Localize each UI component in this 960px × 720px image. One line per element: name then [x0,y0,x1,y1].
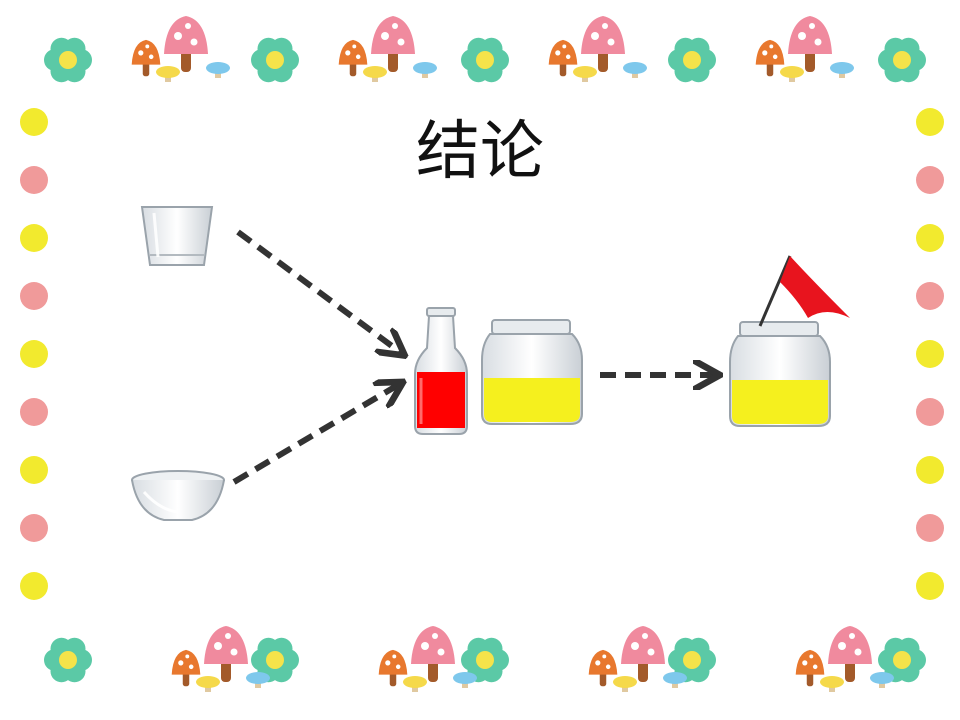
top-border-decoration [44,16,926,83]
border-dot [916,224,944,252]
border-dot [20,108,48,136]
small-mushroom-icon [196,676,220,692]
red-liquid-bottle-icon [414,307,468,435]
small-mushroom-icon [780,66,804,82]
left-dot-border [20,108,48,600]
border-dot [916,514,944,542]
small-mushroom-icon [206,62,230,78]
flower-icon [251,637,299,683]
orange-mushroom-icon [171,649,201,687]
glass-bowl-icon [131,470,225,521]
pink-mushroom-icon [371,16,415,72]
border-dot [916,340,944,368]
orange-mushroom-icon [548,39,578,77]
small-mushroom-icon [413,62,437,78]
flower-icon [878,637,926,683]
flower-icon [668,37,716,83]
flagged-result-jar-icon [729,321,831,427]
small-mushroom-icon [156,66,180,82]
pink-mushroom-icon [164,16,208,72]
border-dot [916,108,944,136]
border-dot [916,572,944,600]
pink-mushroom-icon [621,626,665,682]
red-flag-icon [758,255,850,327]
border-dot [20,398,48,426]
small-mushroom-icon [820,676,844,692]
border-dot [916,282,944,310]
small-mushroom-icon [870,672,894,688]
orange-mushroom-icon [755,39,785,77]
yellow-liquid-jar-icon [481,319,583,425]
border-dot [20,340,48,368]
border-dot [20,282,48,310]
pink-mushroom-icon [828,626,872,682]
right-dot-border [916,108,944,600]
flower-icon [44,637,92,683]
pink-mushroom-icon [788,16,832,72]
small-mushroom-icon [623,62,647,78]
small-mushroom-icon [613,676,637,692]
small-mushroom-icon [663,672,687,688]
orange-mushroom-icon [588,649,618,687]
pink-mushroom-icon [204,626,248,682]
orange-mushroom-icon [338,39,368,77]
pink-mushroom-icon [411,626,455,682]
border-dot [916,456,944,484]
small-mushroom-icon [573,66,597,82]
glass-cup-icon [140,206,214,266]
flower-icon [251,37,299,83]
border-dot [916,166,944,194]
border-dot [20,572,48,600]
flower-icon [44,37,92,83]
flower-icon [878,37,926,83]
orange-mushroom-icon [131,39,161,77]
border-dot [20,514,48,542]
small-mushroom-icon [246,672,270,688]
pink-mushroom-icon [581,16,625,72]
bottom-border-decoration [44,626,926,692]
arrow-glass-to-bottle [236,229,400,352]
small-mushroom-icon [363,66,387,82]
border-dot [20,456,48,484]
border-dot [20,166,48,194]
arrow-bowl-to-bottle [232,385,398,485]
border-dot [916,398,944,426]
small-mushroom-icon [453,672,477,688]
border-dot [20,224,48,252]
flower-icon [461,37,509,83]
small-mushroom-icon [830,62,854,78]
slide-title: 结论 [416,115,544,189]
orange-mushroom-icon [795,649,825,687]
flower-icon [668,637,716,683]
orange-mushroom-icon [378,649,408,687]
small-mushroom-icon [403,676,427,692]
